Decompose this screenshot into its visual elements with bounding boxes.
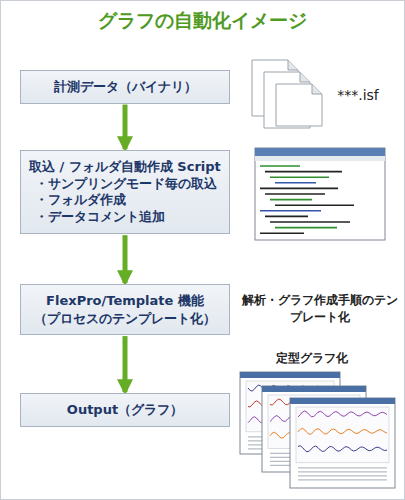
graph-titlebar [262,386,366,392]
note-label: 解析・グラフ作成手順のテンプレート化 [240,292,400,326]
note-label: 定型グラフ化 [262,350,362,367]
process-box: 計測データ（バイナリ） [20,70,230,104]
graph-titlebar [240,372,340,378]
file-fold [300,72,310,82]
flow-arrow [123,336,128,392]
code-line [270,221,350,223]
table-row [298,467,387,468]
code-line [265,193,325,195]
box-line: ・サンプリングモード毎の取込 [29,176,221,193]
wave-line [298,428,387,434]
code-line [275,204,354,206]
code-line [265,216,308,218]
box-heading: 取込 / フォルダ自動作成 Script [29,158,221,176]
box-line: （プロセスのテンプレート化） [29,310,221,328]
file-name: ***.isf [318,86,398,106]
diagram-title: グラフの自動化イメージ [0,8,405,34]
file-icon [276,84,322,126]
code-lines [260,166,354,233]
process-box: 取込 / フォルダ自動作成 Script・サンプリングモード毎の取込・フォルダ作… [20,150,230,234]
process-box: FlexPro/Template 機能（プロセスのテンプレート化） [20,284,230,335]
flow-arrow [123,235,128,283]
box-line: ・フォルダ作成 [29,192,221,209]
table-row [298,479,387,480]
window-frame [255,148,385,240]
file-fold [288,60,298,70]
box-heading: FlexPro/Template 機能 [29,292,221,310]
code-line [275,227,337,229]
box-heading: 計測データ（バイナリ） [29,78,221,96]
file-fold [312,84,322,94]
code-line [260,165,300,167]
process-box: Output（グラフ） [20,393,230,427]
code-line [265,171,342,173]
box-heading: Output（グラフ） [29,401,221,419]
script-window [255,148,385,240]
code-line [260,188,338,190]
code-line [270,176,329,178]
table-row [298,471,387,472]
graph-screenshots [240,372,395,488]
wave-line [298,411,387,417]
wave-line [298,446,387,452]
table-row [298,475,387,476]
code-line [270,199,312,201]
plot-area [296,407,389,463]
file-icons [252,60,322,128]
window-toolbar [255,156,385,161]
window-titlebar [255,148,385,156]
code-line [260,210,321,212]
graph-titlebar [290,398,395,404]
code-line [275,182,316,184]
box-line: ・データコメント追加 [29,209,221,226]
graph-window [290,398,395,488]
flow-arrow [123,105,128,149]
code-line [260,232,304,234]
